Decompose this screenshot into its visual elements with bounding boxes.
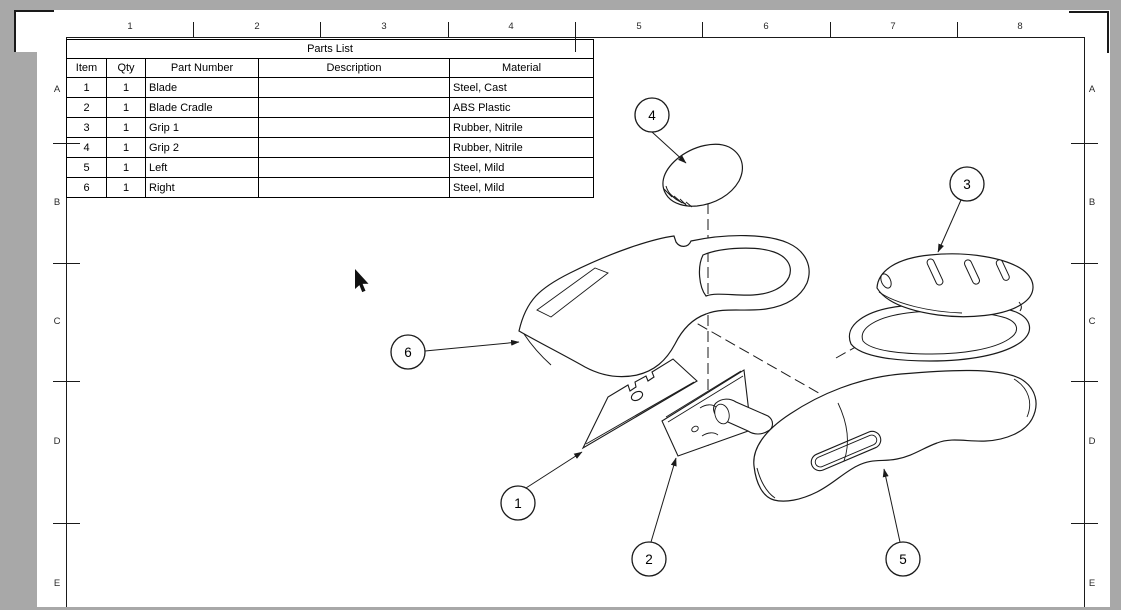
zone-label-row-d-right: D xyxy=(1088,436,1096,447)
part-blade-cutting-edge xyxy=(585,381,695,445)
part-body-left-crease xyxy=(837,402,848,462)
zone-tick xyxy=(1071,263,1098,264)
col-header-part-number: Part Number xyxy=(145,58,259,78)
part-grip1-loop-inner xyxy=(861,310,1017,355)
zone-label-col-4: 4 xyxy=(508,21,514,32)
part-grip1-connector xyxy=(1018,301,1022,312)
zone-label-row-e-right: E xyxy=(1088,578,1096,589)
zone-tick xyxy=(702,22,703,37)
sheet-corner-mark-top-left-v xyxy=(14,10,16,52)
zone-label-row-b: B xyxy=(53,197,61,208)
zone-label-row-c: C xyxy=(53,316,61,327)
balloon-3-label: 3 xyxy=(963,177,971,192)
balloon-3-leader xyxy=(937,199,962,253)
col-header-description: Description xyxy=(258,58,450,78)
part-blade-cradle-slot-lines xyxy=(699,404,719,437)
zone-tick xyxy=(575,22,576,52)
zone-label-row-b-right: B xyxy=(1088,197,1096,208)
zone-label-row-d: D xyxy=(53,436,61,447)
part-body-left-butt-arc xyxy=(1013,378,1031,418)
balloon-1[interactable]: 1 xyxy=(500,485,536,521)
parts-list-row[interactable]: 2 1 Blade Cradle ABS Plastic xyxy=(66,97,594,118)
cell-material: Steel, Mild xyxy=(449,177,594,198)
balloon-4[interactable]: 4 xyxy=(634,97,670,133)
zone-label-col-8: 8 xyxy=(1017,21,1023,32)
zone-label-col-6: 6 xyxy=(763,21,769,32)
zone-tick xyxy=(830,22,831,37)
sheet-corner-mark-top-right-v xyxy=(1107,11,1109,53)
zone-label-row-a: A xyxy=(53,84,61,95)
part-grip1-band-edge xyxy=(878,291,963,314)
zone-tick xyxy=(193,22,194,37)
balloon-1-leader xyxy=(525,451,583,489)
zone-label-col-3: 3 xyxy=(381,21,387,32)
balloon-3[interactable]: 3 xyxy=(949,166,985,202)
sheet-corner-notch xyxy=(14,10,37,52)
cell-part-number: Right xyxy=(145,177,259,198)
zone-label-col-1: 1 xyxy=(127,21,133,32)
part-grip1-band[interactable] xyxy=(876,253,1034,318)
part-body-right[interactable] xyxy=(518,235,810,378)
zone-tick xyxy=(53,143,80,144)
part-body-left[interactable] xyxy=(753,369,1037,502)
parts-list-row[interactable]: 3 1 Grip 1 Rubber, Nitrile xyxy=(66,117,594,138)
zone-label-col-2: 2 xyxy=(254,21,260,32)
parts-list-header-row: Item Qty Part Number Description Materia… xyxy=(66,58,594,78)
balloon-6-label: 6 xyxy=(404,345,412,360)
balloon-2[interactable]: 2 xyxy=(631,541,667,577)
part-body-right-edge-line xyxy=(523,333,552,366)
balloon-4-leader xyxy=(651,131,687,164)
zone-tick xyxy=(1071,523,1098,524)
zone-tick xyxy=(320,22,321,37)
cell-part-number: Blade Cradle xyxy=(145,97,259,118)
part-grip1-band-tip xyxy=(880,273,892,289)
zone-label-row-e: E xyxy=(53,578,61,589)
zone-label-col-7: 7 xyxy=(890,21,896,32)
parts-list-table[interactable]: Parts List Item Qty Part Number Descript… xyxy=(66,39,594,198)
sheet-corner-mark-top-right xyxy=(1069,11,1109,13)
zone-label-row-c-right: C xyxy=(1088,316,1096,327)
part-blade-hole xyxy=(630,390,644,402)
zone-label-col-5: 5 xyxy=(636,21,642,32)
part-blade-cradle-rail xyxy=(665,370,744,423)
zone-tick xyxy=(1071,381,1098,382)
mouse-cursor xyxy=(354,267,370,293)
zone-tick xyxy=(53,523,80,524)
part-body-left-slot xyxy=(810,430,882,472)
balloon-4-label: 4 xyxy=(648,108,656,123)
balloon-1-label: 1 xyxy=(514,496,522,511)
part-blade-cradle-button-face xyxy=(714,403,730,425)
balloon-5[interactable]: 5 xyxy=(885,541,921,577)
part-grip2-hatch xyxy=(663,188,693,208)
part-grip1-slots xyxy=(926,258,1010,286)
balloon-5-leader xyxy=(882,468,901,543)
parts-list-row[interactable]: 4 1 Grip 2 Rubber, Nitrile xyxy=(66,137,594,158)
border-frame-right xyxy=(1084,37,1085,607)
zone-tick xyxy=(53,263,80,264)
balloon-6[interactable]: 6 xyxy=(390,334,426,370)
sheet-corner-mark-top-left xyxy=(14,10,54,12)
part-body-left-nose-line xyxy=(756,467,776,499)
cell-item: 6 xyxy=(66,177,107,198)
part-blade[interactable] xyxy=(581,358,698,450)
balloon-2-leader xyxy=(650,457,677,543)
balloon-6-leader xyxy=(424,339,520,352)
parts-list-row[interactable]: 1 1 Blade Steel, Cast xyxy=(66,77,594,98)
balloon-2-label: 2 xyxy=(645,552,653,567)
zone-label-row-a-right: A xyxy=(1088,84,1096,95)
parts-list-row[interactable]: 6 1 Right Steel, Mild xyxy=(66,177,594,198)
part-body-right-panel-line xyxy=(536,267,609,318)
border-frame-left xyxy=(66,37,67,607)
part-blade-cradle-hole xyxy=(691,425,699,433)
balloon-5-label: 5 xyxy=(899,552,907,567)
zone-tick xyxy=(53,381,80,382)
zone-tick xyxy=(957,22,958,37)
zone-tick xyxy=(1071,143,1098,144)
zone-tick xyxy=(448,22,449,37)
